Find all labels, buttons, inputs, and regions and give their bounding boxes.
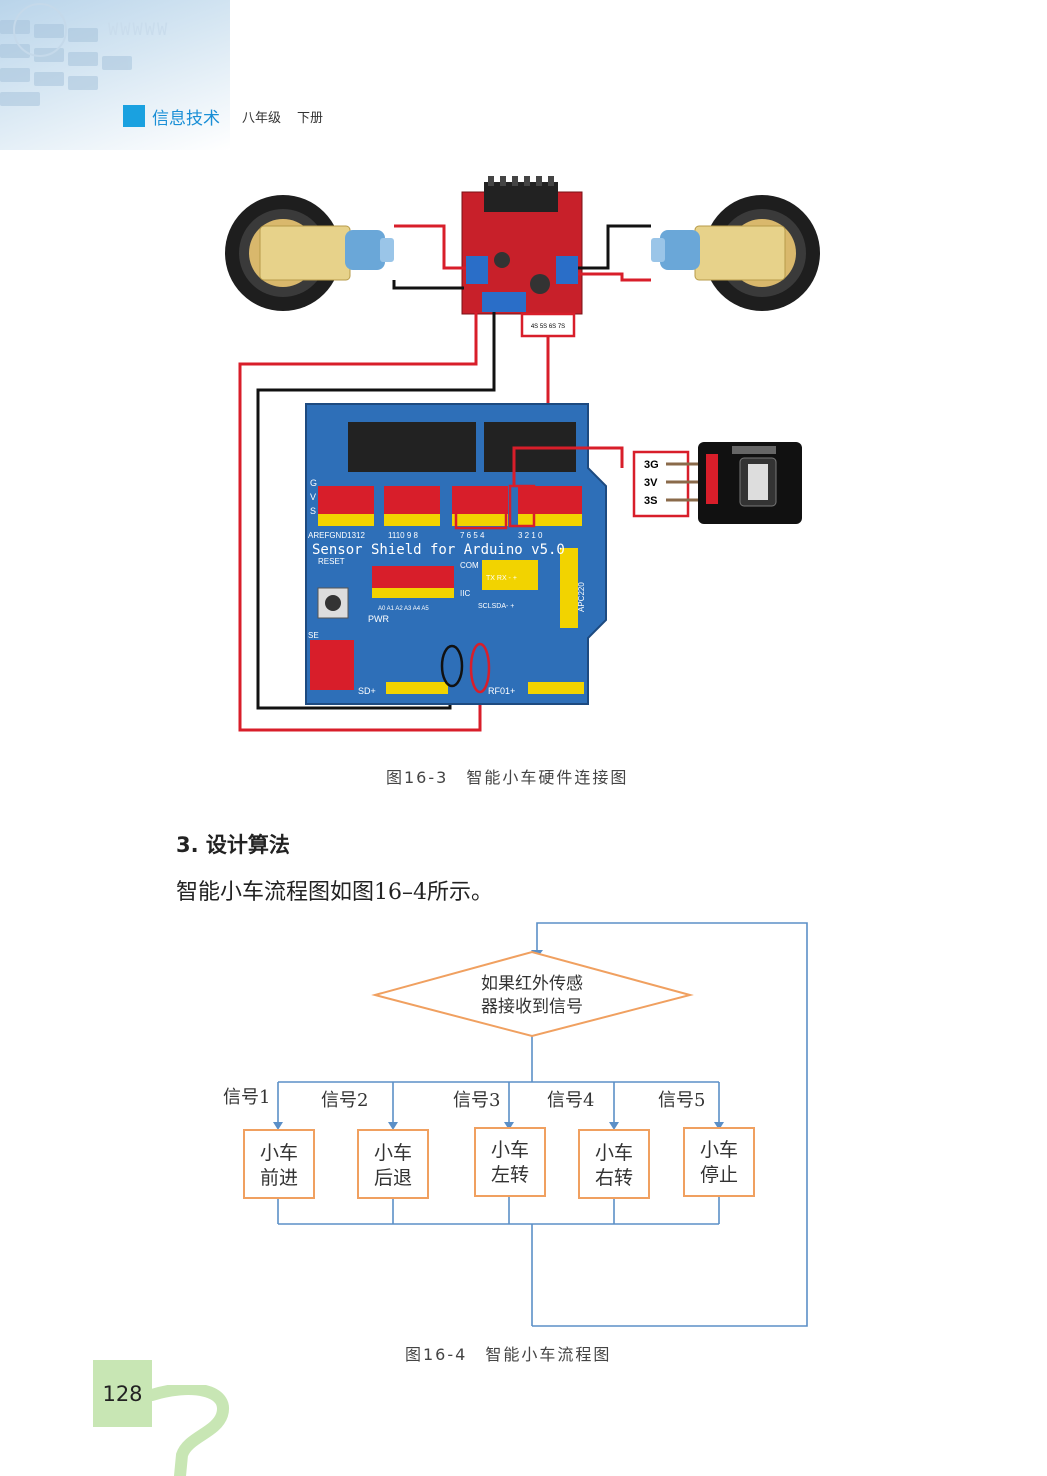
action-2-line1: 小车	[374, 1142, 412, 1164]
label-rf: RF01+	[488, 686, 515, 696]
label-txrx: TX RX - +	[486, 575, 517, 582]
signal-pin-highlight	[454, 496, 508, 530]
branch-label-3: 信号3	[453, 1090, 500, 1111]
decision-text-line2: 器接收到信号	[481, 997, 583, 1017]
action-1-line2: 前进	[260, 1167, 298, 1189]
label-aref: AREFGND1312	[308, 531, 365, 540]
figure1-caption: 图16-3 智能小车硬件连接图	[386, 768, 629, 787]
branch-label-1: 信号1	[223, 1087, 270, 1108]
label-pins-c: 3 2 1 0	[518, 531, 543, 540]
label-pins-b: 7 6 5 4	[460, 531, 485, 540]
gnd-pin-marker	[440, 644, 464, 688]
body-paragraph: 智能小车流程图如图16–4所示。	[176, 880, 493, 905]
sensor-pin-3v: 3V	[644, 477, 658, 489]
label-scl: SCLSDA- +	[478, 603, 514, 610]
sensor-pin-3g: 3G	[644, 459, 659, 471]
label-apc: APC220	[577, 582, 586, 612]
action-1-line1: 小车	[260, 1142, 298, 1164]
flowchart-figure: 如果红外传感 器接收到信号 信号1 信号2 信号3 信号4 信号5 小车 前进 …	[223, 922, 808, 1327]
watermark-text: WWWWW	[108, 20, 170, 40]
infrared-sensor-module	[698, 442, 802, 524]
branch-label-2: 信号2	[321, 1090, 368, 1111]
keyboard-graphic	[0, 3, 132, 106]
page-header: 信息技术 八年级 下册	[123, 104, 324, 129]
label-sd: SD+	[358, 686, 376, 696]
header-keyboard-image: WWWWW	[0, 0, 230, 150]
branch-label-4: 信号4	[547, 1090, 594, 1111]
label-pwr: PWR	[368, 614, 389, 624]
action-3-line2: 左转	[491, 1164, 529, 1186]
sensor-pin-3s: 3S	[644, 495, 657, 507]
header-grade: 八年级	[242, 110, 282, 126]
right-motor-icon	[651, 195, 820, 311]
action-box-backward	[357, 1129, 429, 1199]
header-subject: 信息技术	[152, 108, 220, 129]
wire-power-red	[238, 312, 482, 732]
action-box-forward	[243, 1129, 315, 1199]
page-corner-decoration	[146, 1385, 229, 1476]
wire-right-motor-black	[578, 224, 651, 270]
vcc-pin-marker	[469, 642, 491, 694]
label-v: V	[310, 492, 316, 502]
action-box-stop	[683, 1127, 755, 1197]
action-2-line2: 后退	[374, 1167, 412, 1189]
sensor-shield-board	[305, 403, 607, 705]
wire-left-motor-red	[394, 224, 466, 270]
hardware-connection-figure: 4S 5S 6S 7S Sensor Shield for Arduino v5…	[225, 176, 820, 732]
left-motor-icon	[225, 195, 394, 311]
section-heading: 3. 设计算法	[176, 833, 290, 857]
label-s: S	[310, 506, 316, 516]
driver-pin-labels: 4S 5S 6S 7S	[531, 324, 565, 330]
label-pins-a: 1110 9 8	[388, 531, 419, 540]
wire-sensor	[512, 446, 624, 486]
page-number-box: 128	[93, 1360, 152, 1427]
sensor-pin-box	[632, 450, 690, 518]
motor-driver-board	[461, 176, 583, 315]
decision-diamond	[371, 950, 694, 1038]
sensor-pin-highlight	[508, 484, 536, 528]
board-title: Sensor Shield for Arduino v5.0	[312, 542, 565, 558]
action-box-left	[474, 1127, 546, 1197]
action-3-line1: 小车	[491, 1139, 529, 1161]
label-se: SE	[308, 631, 319, 640]
action-4-line1: 小车	[595, 1142, 633, 1164]
header-volume: 下册	[297, 110, 324, 126]
label-analog: A0 A1 A2 A3 A4 A5	[378, 606, 429, 612]
label-reset: RESET	[318, 557, 345, 566]
figure2-caption: 图16-4 智能小车流程图	[405, 1345, 612, 1364]
action-5-line1: 小车	[700, 1139, 738, 1161]
sensor-leads	[666, 462, 702, 502]
action-4-line2: 右转	[595, 1167, 633, 1189]
branch-label-5: 信号5	[658, 1090, 705, 1111]
wire-left-motor-black	[392, 280, 464, 290]
page-number: 128	[102, 1381, 143, 1406]
wire-right-motor-red	[578, 272, 651, 282]
label-g: G	[310, 478, 317, 488]
header-marker-icon	[123, 105, 145, 127]
loop-back-line	[532, 922, 808, 1327]
label-com: COM	[460, 561, 479, 570]
action-box-right	[578, 1129, 650, 1199]
label-iic: IIC	[460, 589, 470, 598]
decision-text-line1: 如果红外传感	[481, 974, 583, 994]
action-5-line2: 停止	[700, 1164, 738, 1186]
